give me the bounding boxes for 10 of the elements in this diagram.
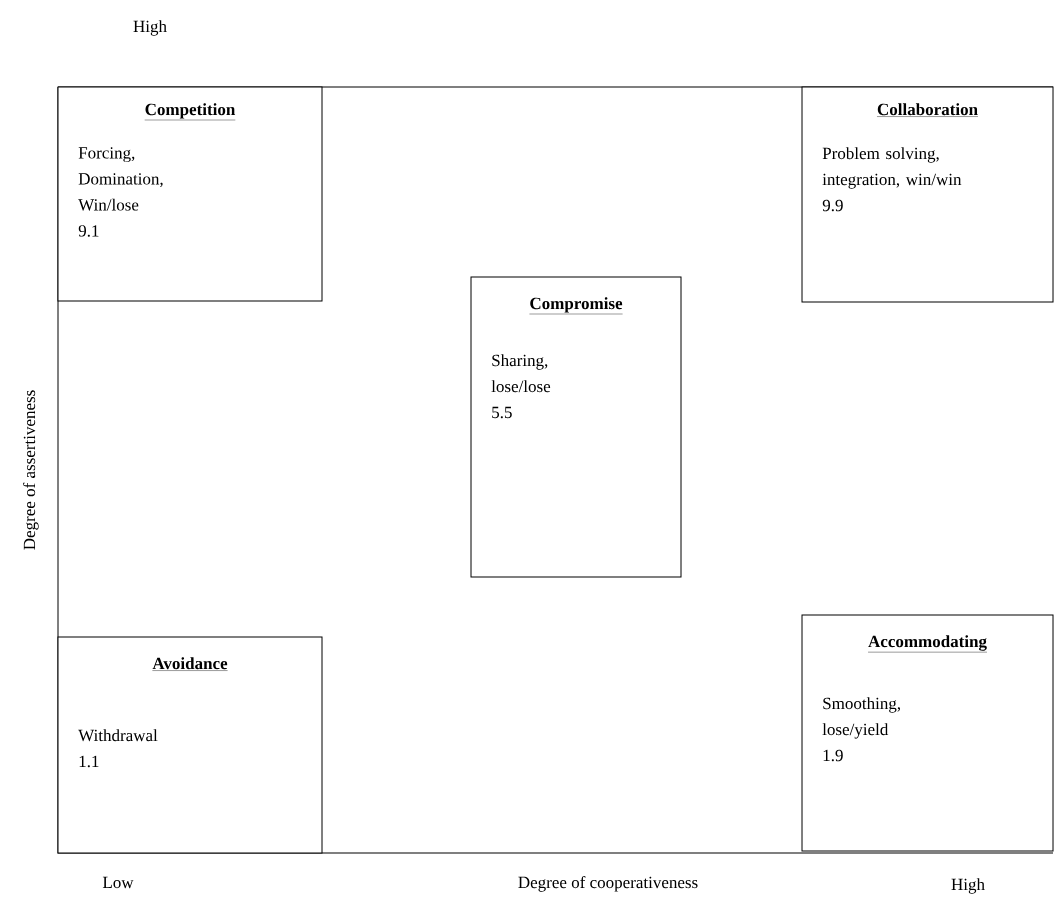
axis-label: High [951, 878, 985, 894]
style-box: Compromise Sharing, lose/lose 5.5 [470, 276, 682, 578]
style-box: Accommodating Smoothing, lose/yield 1.9 [801, 614, 1054, 852]
style-box: Avoidance Withdrawal 1.1 [57, 636, 323, 854]
style-box: Collaboration Problem solving, integration, win/win 9.9 [801, 86, 1054, 303]
axis-title: Degree of assertiveness [23, 390, 39, 550]
style-box: Competition Forcing, Domination, Win/lose 9.1 [57, 86, 323, 302]
axis-title: Degree of cooperativeness [518, 876, 698, 892]
axis-label: Low [102, 876, 134, 889]
axis-label: High [133, 20, 167, 36]
